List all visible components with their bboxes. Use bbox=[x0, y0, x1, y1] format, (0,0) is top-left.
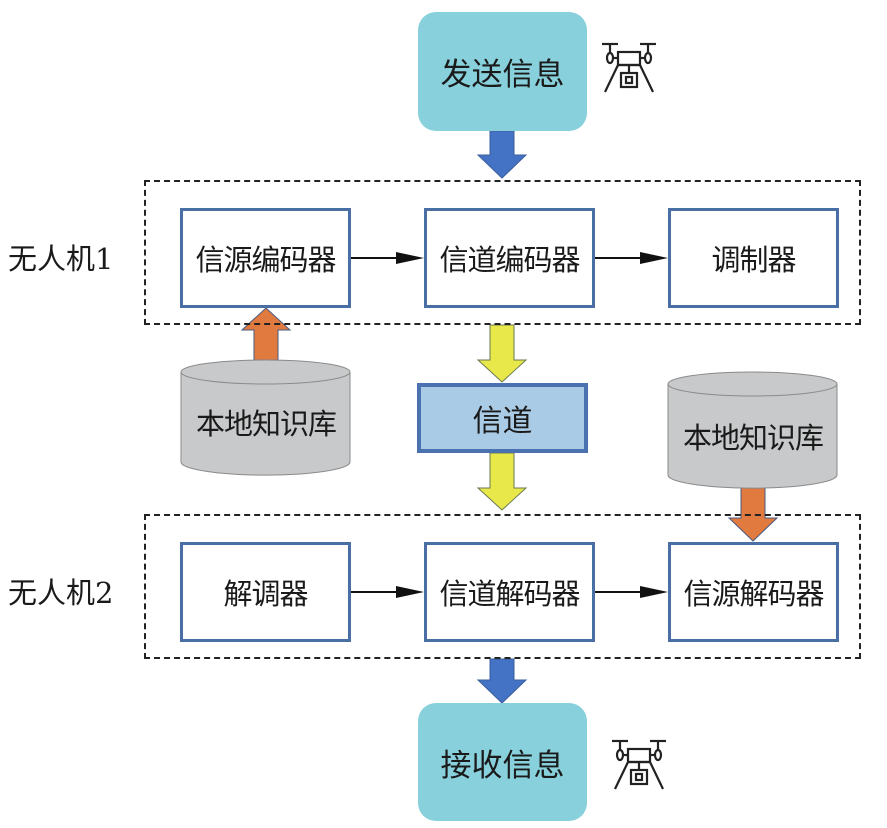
knowledge-base-right-label: 本地知识库 bbox=[682, 421, 824, 455]
receive-info-label: 接收信息 bbox=[440, 747, 565, 784]
yellow-arrow-down-1 bbox=[476, 324, 528, 383]
source-encoder-block: 信源编码器 bbox=[180, 208, 351, 308]
connector-arrow bbox=[594, 252, 668, 264]
knowledge-base-cylinder-right bbox=[667, 371, 838, 489]
connector-arrow bbox=[594, 586, 668, 598]
modulator-block: 调制器 bbox=[668, 208, 839, 308]
blue-arrow-down-top bbox=[476, 130, 528, 179]
connector-arrow bbox=[350, 252, 424, 264]
uav2-group bbox=[144, 514, 861, 659]
channel-encoder-block: 信道编码器 bbox=[424, 208, 595, 308]
drone-icon bbox=[612, 739, 666, 790]
drone-icon bbox=[602, 42, 656, 93]
channel-label: 信道 bbox=[472, 404, 533, 439]
knowledge-base-cylinder-left bbox=[180, 359, 351, 476]
yellow-arrow-down-2 bbox=[476, 452, 528, 511]
uav1-group bbox=[144, 180, 861, 325]
send-info-label: 发送信息 bbox=[440, 57, 565, 93]
receive-info-terminal: 接收信息 bbox=[418, 703, 587, 821]
blue-arrow-down-bottom bbox=[476, 658, 528, 704]
knowledge-base-left-label: 本地知识库 bbox=[195, 407, 337, 441]
uav1-label: 无人机1 bbox=[8, 242, 114, 276]
send-info-terminal: 发送信息 bbox=[418, 12, 587, 131]
source-decoder-block: 信源解码器 bbox=[668, 542, 839, 642]
orange-arrow-up bbox=[240, 307, 292, 361]
channel-block: 信道 bbox=[417, 383, 588, 453]
channel-decoder-block: 信道解码器 bbox=[424, 542, 595, 642]
demodulator-block: 解调器 bbox=[180, 542, 351, 642]
connector-arrow bbox=[350, 586, 424, 598]
uav2-label: 无人机2 bbox=[8, 576, 114, 610]
